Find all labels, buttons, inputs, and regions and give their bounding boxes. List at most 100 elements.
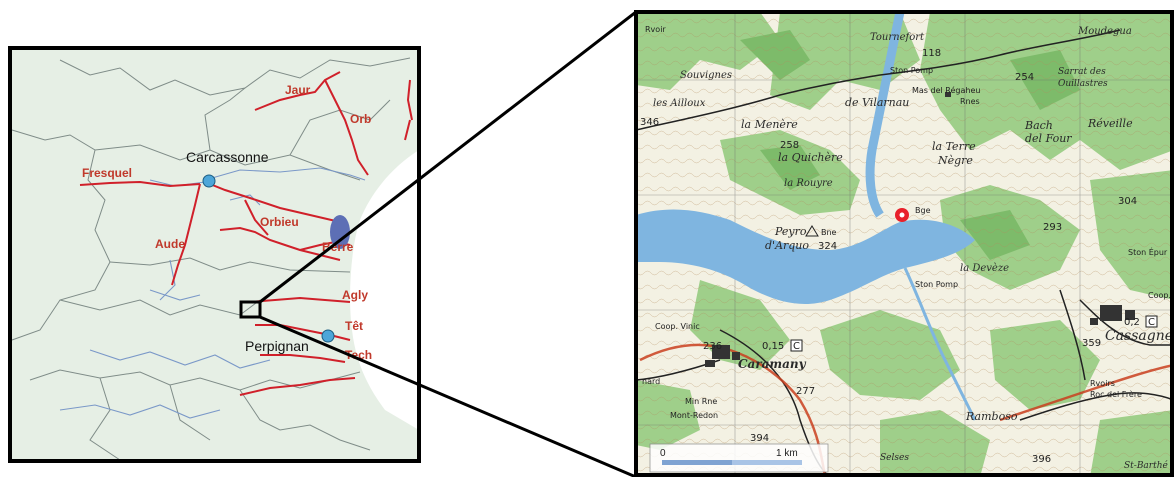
village-cassagnes bbox=[1100, 305, 1122, 321]
topo-place-mont-redon: Mont-Redon bbox=[670, 411, 718, 420]
city-label-perpignan: Perpignan bbox=[245, 338, 309, 354]
topo-badge-c2 bbox=[1145, 315, 1158, 328]
river-agly bbox=[249, 296, 351, 303]
topo-elev-254: 254 bbox=[1015, 72, 1034, 83]
scale-bar-start: 0 bbox=[660, 448, 666, 459]
topo-place-peyro: Peyro bbox=[774, 225, 807, 238]
topo-place-bge: Bge bbox=[915, 206, 931, 215]
city-label-carcassonne: Carcassonne bbox=[186, 149, 269, 165]
topo-place-quichere: la Quichère bbox=[778, 151, 843, 164]
river-label-tet: Têt bbox=[345, 319, 363, 333]
topo-elev-236: 236 bbox=[703, 341, 722, 352]
topo-stream bbox=[903, 267, 977, 421]
overview-map: Jaur Orb Fresquel Orbieu Aude Berre Agly… bbox=[10, 48, 419, 461]
topo-place-bne: Bne bbox=[821, 228, 837, 237]
topo-place-vilarnau: de Vilarnau bbox=[845, 96, 909, 109]
river-aude bbox=[204, 181, 341, 223]
river-aude-upper bbox=[171, 183, 201, 286]
topo-elev-394: 394 bbox=[750, 433, 769, 444]
topo-elev-346: 346 bbox=[640, 117, 659, 128]
topo-elev-293: 293 bbox=[1043, 222, 1062, 233]
topo-place-menere: la Menère bbox=[741, 118, 798, 131]
connector-line-top bbox=[259, 10, 637, 304]
river-tech-lower bbox=[239, 377, 356, 396]
scale-bar-box bbox=[649, 443, 829, 473]
overview-land bbox=[10, 48, 419, 461]
topo-place-deveze: la Devèze bbox=[960, 263, 1009, 274]
topo-place-ston-epur: Ston Épur bbox=[1128, 246, 1168, 257]
topo-place-caramany: Caramany bbox=[738, 357, 807, 371]
topo-place-rouyre: la Rouyre bbox=[784, 178, 833, 189]
topo-elev-396: 396 bbox=[1032, 454, 1051, 465]
station-marker-perpignan bbox=[321, 329, 335, 343]
topo-place-souvignes: Souvignes bbox=[680, 70, 732, 81]
topo-place-st-barthe: St-Barthé bbox=[1124, 460, 1169, 471]
topo-place-coop: Coop. bbox=[1148, 291, 1171, 300]
river-label-aude: Aude bbox=[155, 237, 185, 251]
river-label-orbieu: Orbieu bbox=[260, 215, 299, 229]
river-orb bbox=[324, 79, 369, 176]
topo-place-mas-regaheu: Mas del Régaheu bbox=[912, 85, 980, 95]
topo-place-ouillastres: Ouillastres bbox=[1058, 79, 1108, 89]
station-marker-carcassonne bbox=[202, 174, 216, 188]
topo-reservoir bbox=[636, 209, 975, 305]
river-label-orb: Orb bbox=[350, 112, 371, 126]
river-label-jaur: Jaur bbox=[285, 83, 311, 97]
topo-value-015: 0,15 bbox=[762, 341, 784, 352]
overview-main-rivers bbox=[79, 71, 413, 396]
topo-elev-324: 324 bbox=[818, 241, 837, 252]
topo-elev-118: 118 bbox=[922, 48, 941, 59]
overview-borders bbox=[11, 57, 411, 461]
topo-value-02: 0,2 bbox=[1124, 317, 1140, 328]
river-orbieu bbox=[219, 226, 341, 261]
connector-line-bottom bbox=[259, 315, 637, 477]
overview-lake bbox=[330, 215, 350, 249]
scale-bar-segment bbox=[662, 460, 732, 465]
topo-place-rvoirs: Rvoirs bbox=[1090, 379, 1115, 388]
topo-place-la-terre: la Terre bbox=[932, 140, 976, 153]
river-label-agly: Agly bbox=[342, 288, 368, 302]
topo-place-min-rne: Min Rne bbox=[685, 397, 717, 406]
river-orb-upper bbox=[406, 79, 413, 121]
topo-place-rvoir: Rvoir bbox=[645, 25, 666, 34]
site-marker bbox=[895, 208, 909, 222]
topo-place-nard: nard bbox=[642, 377, 660, 386]
topo-place-selses: Selses bbox=[880, 453, 909, 463]
topo-place-rnes: Rnes bbox=[960, 97, 980, 106]
topo-badge-c2-label: C bbox=[1148, 317, 1155, 328]
river-fresquel bbox=[79, 180, 201, 188]
triangulation-icon bbox=[805, 225, 819, 237]
scale-bar: 0 1 km bbox=[649, 443, 829, 473]
topo-elev-359: 359 bbox=[1082, 338, 1101, 349]
topo-villages bbox=[705, 92, 1135, 367]
topo-place-roc-frere: Roc del Frère bbox=[1090, 389, 1142, 399]
topo-place-ramboso: Ramboso bbox=[965, 410, 1018, 423]
topo-place-coop-vinic: Coop. Vinic bbox=[655, 322, 700, 331]
detail-frame bbox=[634, 10, 1174, 477]
topo-place-sarrat: Sarrat des bbox=[1058, 67, 1106, 77]
river-label-berre: Berre bbox=[322, 240, 354, 254]
river-tet bbox=[255, 324, 351, 341]
topo-place-arquo: d'Arquo bbox=[765, 239, 809, 252]
topo-place-tournefort: Tournefort bbox=[870, 32, 925, 43]
topo-place-ston-pomp-top: Ston Pomp bbox=[890, 66, 933, 75]
topo-place-moudegua: Moudegua bbox=[1077, 26, 1132, 37]
detail-map: Rvoir Tournefort Moudegua Ston Pomp Mas … bbox=[636, 12, 1174, 477]
village-caramany bbox=[712, 345, 730, 359]
topo-place-reveille: Réveille bbox=[1087, 117, 1133, 130]
river-east-edge bbox=[404, 119, 411, 141]
river-jaur bbox=[254, 71, 341, 111]
topo-badge-c1-label: C bbox=[793, 341, 800, 352]
topo-place-cassagnes: Cassagnes bbox=[1105, 328, 1174, 344]
topo-badge-c1 bbox=[790, 339, 803, 352]
topo-river bbox=[865, 12, 905, 218]
topo-place-del-four: del Four bbox=[1025, 132, 1072, 145]
topo-place-ston-pomp-lake: Ston Pomp bbox=[915, 280, 958, 289]
topo-elev-304: 304 bbox=[1118, 196, 1137, 207]
river-label-tech: Tech bbox=[345, 348, 372, 362]
river-orbieu-trib bbox=[244, 199, 269, 236]
topo-place-bach: Bach bbox=[1024, 119, 1053, 132]
topo-place-negre: Nègre bbox=[937, 154, 973, 167]
river-label-fresquel: Fresquel bbox=[82, 166, 132, 180]
